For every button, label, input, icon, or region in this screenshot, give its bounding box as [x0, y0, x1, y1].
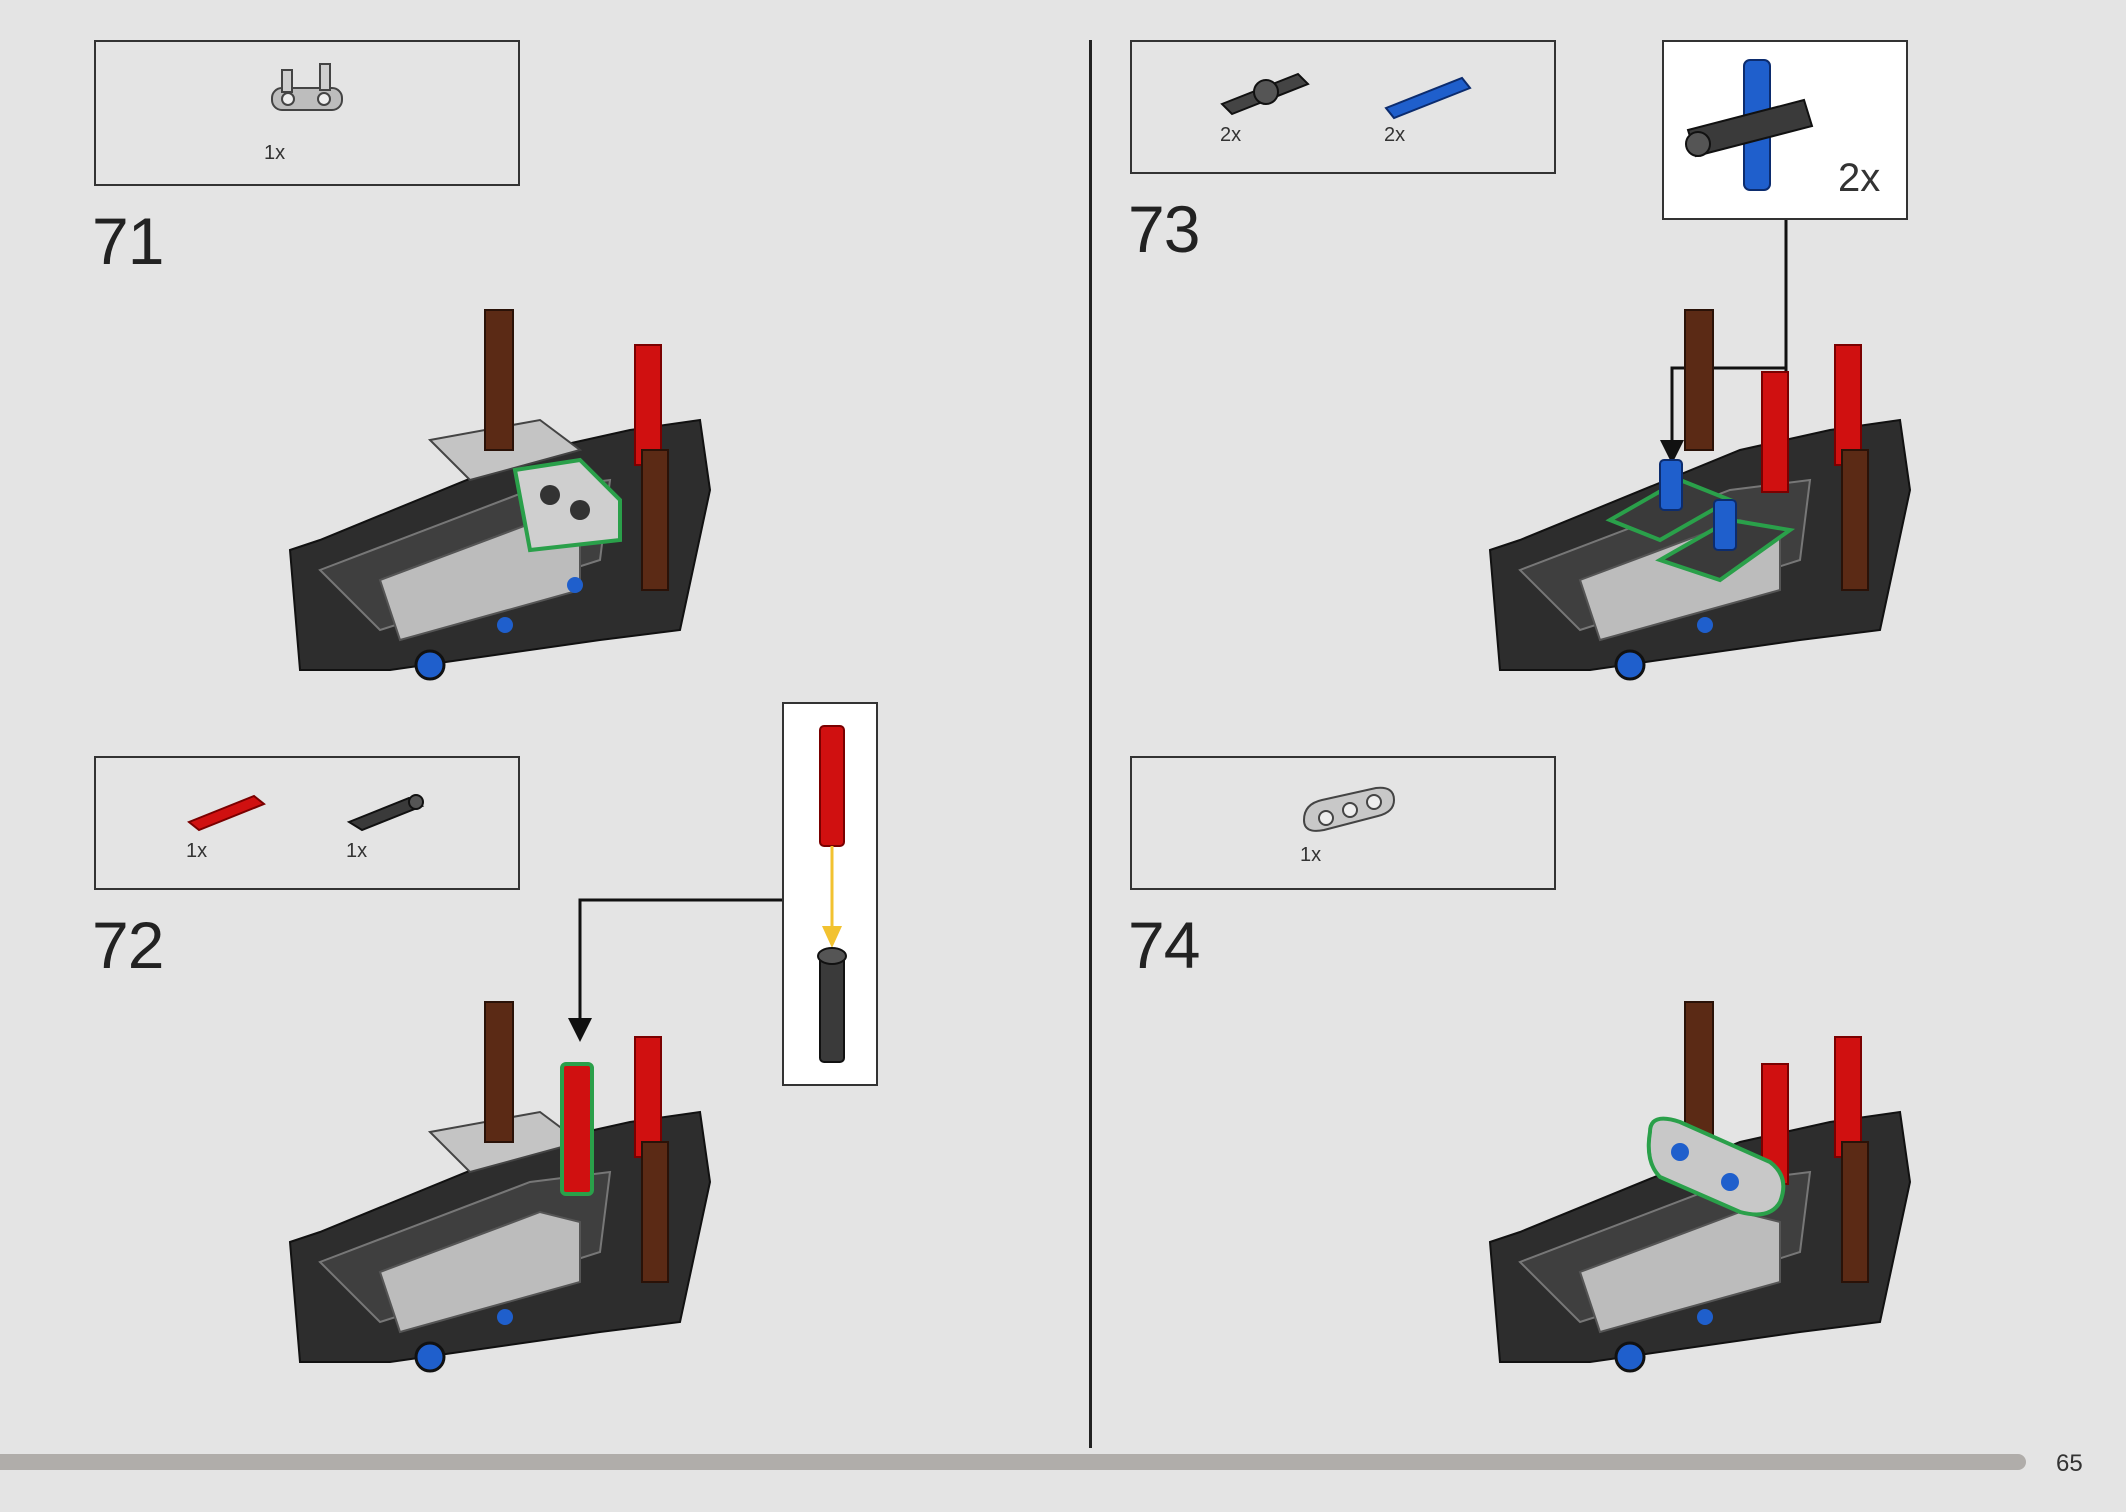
- model-step-73: [1488, 309, 1912, 681]
- subassembly-callout-step-73: 2x: [1662, 40, 1908, 220]
- part-quantity: 2x: [1220, 124, 1242, 146]
- model-step-74: [1488, 1001, 1912, 1373]
- dark-gray-connector-icon: [1220, 72, 1310, 116]
- model-step-71: [288, 309, 712, 681]
- part-quantity: 1x: [346, 840, 368, 862]
- parts-list-step-74: 1x: [1130, 756, 1556, 890]
- red-axle-pin-icon: [187, 794, 266, 832]
- progress-bar: [0, 1454, 2026, 1470]
- subassembly-quantity: 2x: [1838, 156, 1881, 200]
- model-step-72: [288, 1001, 712, 1373]
- page-number: 65: [2056, 1450, 2083, 1477]
- step-number-71: 71: [92, 204, 164, 278]
- step-number-73: 73: [1128, 192, 1200, 266]
- connector-with-blue-pin-icon: [1685, 59, 1814, 191]
- part-quantity: 1x: [264, 142, 286, 164]
- part-quantity: 1x: [186, 840, 208, 862]
- step-number-72: 72: [92, 908, 164, 982]
- callout-step-72: [782, 702, 878, 1086]
- callout-leader-line: [568, 898, 782, 1042]
- parts-list-step-73: 2x 2x: [1130, 40, 1556, 174]
- step-number-74: 74: [1128, 908, 1200, 982]
- parts-list-step-71: 1x: [94, 40, 520, 186]
- pin-insertion-detail: [817, 725, 847, 1063]
- parts-list-step-72: 1x 1x: [94, 756, 520, 890]
- dark-gray-pin-icon: [346, 794, 425, 832]
- light-gray-beam-icon: [1302, 786, 1396, 832]
- blue-pin-icon: [1384, 76, 1472, 120]
- page-divider: [1089, 40, 1092, 1448]
- connector-part-icon: [271, 63, 343, 111]
- part-quantity: 1x: [1300, 844, 1322, 866]
- part-quantity: 2x: [1384, 124, 1406, 146]
